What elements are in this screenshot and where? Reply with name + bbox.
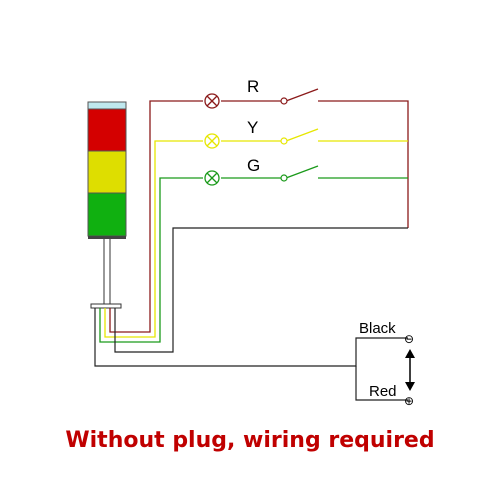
black-common-wire xyxy=(114,227,408,353)
double-arrow-icon xyxy=(405,349,415,391)
signal-tower xyxy=(87,101,127,309)
label-r: R xyxy=(247,77,259,96)
lamp-red-icon xyxy=(204,93,220,109)
tower-base xyxy=(88,236,126,239)
label-red: Red xyxy=(369,383,397,400)
tower-cap xyxy=(87,101,127,110)
lamp-green-icon xyxy=(204,170,220,186)
switch-green-icon xyxy=(280,174,288,182)
mount-bracket xyxy=(90,303,122,309)
label-g: G xyxy=(247,156,260,175)
tower-green-segment xyxy=(87,192,127,237)
red-supply-wire xyxy=(355,366,408,401)
label-black: Black xyxy=(359,320,396,337)
switch-red-icon xyxy=(280,97,288,105)
tower-red-segment xyxy=(87,108,127,152)
yellow-wire xyxy=(104,140,203,338)
green-wire xyxy=(99,177,203,343)
minus-terminal-icon: ⊖ xyxy=(404,332,414,346)
label-y: Y xyxy=(247,118,258,137)
plus-terminal-icon: ⊕ xyxy=(404,394,414,408)
tower-yellow-segment xyxy=(87,150,127,194)
caption: Without plug, wiring required xyxy=(65,428,435,453)
lamp-yellow-icon xyxy=(204,133,220,149)
switch-yellow-icon xyxy=(280,137,288,145)
red-wire xyxy=(109,100,203,333)
